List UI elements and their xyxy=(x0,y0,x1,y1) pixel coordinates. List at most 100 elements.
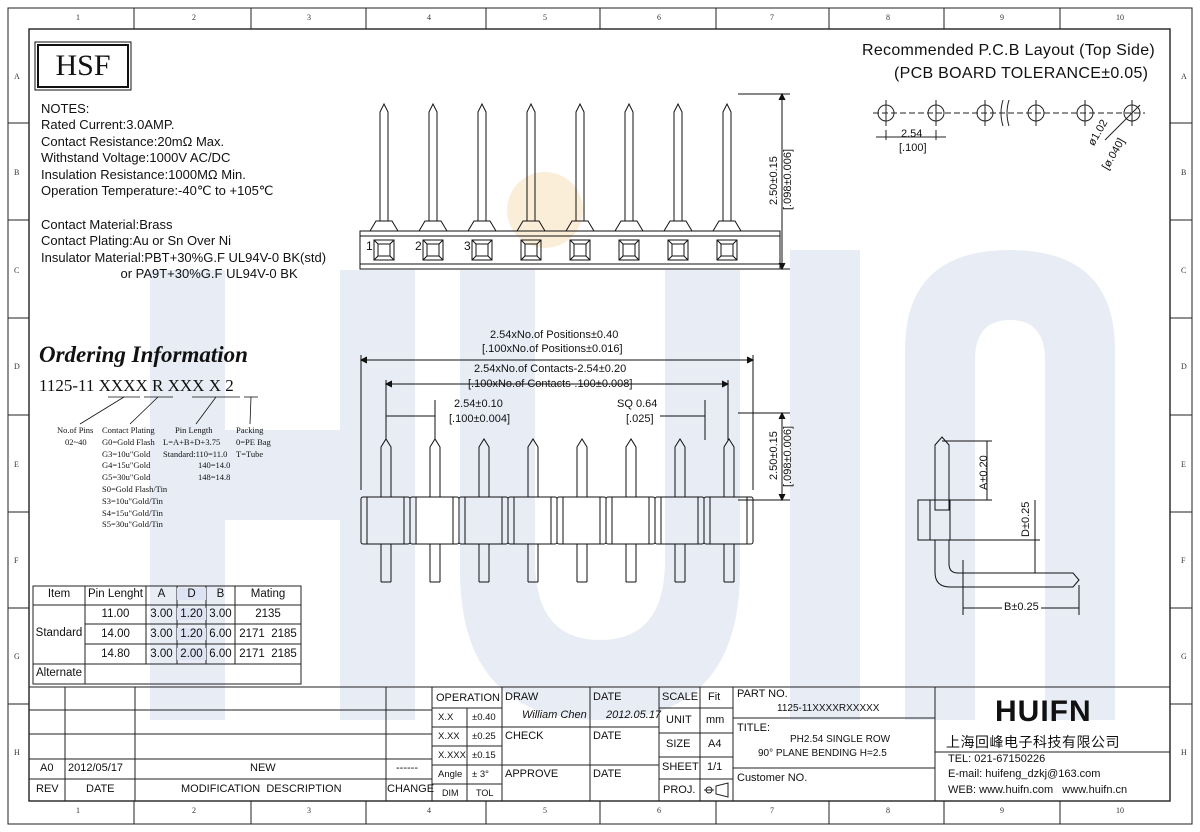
pin-table-cell: 2171 2185 xyxy=(239,627,297,640)
ordering-col2-item: G5=30u"Gold xyxy=(102,472,151,483)
ordering-col3-item: 140=14.0 xyxy=(198,460,231,471)
customer-no-label: Customer NO. xyxy=(737,772,808,784)
zone-label-top-9: 9 xyxy=(1000,13,1004,22)
top-pin xyxy=(614,102,644,261)
pin-table-header: D xyxy=(177,588,206,600)
title-line-1: PH2.54 SINGLE ROW xyxy=(790,734,891,745)
dim-pitch-in: [.100±0.004] xyxy=(449,413,511,425)
watermark xyxy=(150,250,1115,720)
check-label: CHECK xyxy=(505,730,544,742)
pin-table-cell: 2171 2185 xyxy=(239,647,297,660)
rev-desc-value: NEW xyxy=(250,762,276,774)
ordering-col2-item: S3=10u"Gold/Tin xyxy=(102,495,163,506)
top-pin xyxy=(467,102,497,261)
company-email: E-mail: huifeng_dzkj@163.com xyxy=(948,768,1101,780)
zone-label-top-2: 2 xyxy=(192,13,196,22)
side-dim-d: D±0.25 xyxy=(1020,501,1032,537)
size-label: SIZE xyxy=(666,738,691,750)
top-pin xyxy=(712,102,742,261)
top-view xyxy=(359,92,790,271)
top-pin-2: 2 xyxy=(415,239,422,253)
pin-table-group: Standard xyxy=(35,627,83,639)
ordering-col4-item: T=Tube xyxy=(236,448,264,459)
side-dim-a: A±0.20 xyxy=(978,455,990,490)
front-view xyxy=(359,355,790,583)
pcb-title: Recommended P.C.B Layout (Top Side) xyxy=(862,42,1156,59)
note-line: or PA9T+30%G.F UL94V-0 BK xyxy=(41,266,298,282)
zone-label-top-6: 6 xyxy=(657,806,661,815)
proj-label: PROJ. xyxy=(663,784,696,796)
dim-contacts: 2.54xNo.of Contacts-2.54±0.20 xyxy=(474,363,627,375)
zone-label-top-4: 4 xyxy=(427,13,431,22)
note-line: Contact Material:Brass xyxy=(41,216,173,232)
ordering-col4-item: 0=PE Bag xyxy=(236,436,271,447)
tolerance-cell: X.XXX xyxy=(438,750,466,761)
approve-label: APPROVE xyxy=(505,768,559,780)
note-line: Operation Temperature:-40℃ to +105℃ xyxy=(41,183,274,199)
ordering-col3-item: L=A+B+D+3.75 xyxy=(163,436,221,447)
pcb-subtitle: (PCB BOARD TOLERANCE±0.05) xyxy=(894,65,1149,82)
note-line: Rated Current:3.0AMP. xyxy=(41,117,175,132)
side-view xyxy=(917,436,1080,615)
top-pin xyxy=(565,102,595,261)
title-label: TITLE: xyxy=(737,722,771,734)
dim-positions: 2.54xNo.of Positions±0.40 xyxy=(490,329,619,341)
zone-label-top-1: 1 xyxy=(76,13,80,22)
ordering-col1-item: 02~40 xyxy=(65,436,87,447)
ordering-col2-item: G3=10u"Gold xyxy=(102,448,151,459)
ordering-col2-item: Contact Plating xyxy=(102,425,155,435)
zone-label-top-6: 6 xyxy=(657,13,661,22)
zone-label-side-H: H xyxy=(14,748,20,757)
top-height-dim-in: [.098±0.006] xyxy=(782,148,794,210)
pin-table-header: Pin Lenght xyxy=(88,588,143,600)
pin-table-header: A xyxy=(157,588,166,600)
zone-label-side-D: D xyxy=(14,362,20,371)
pin-table-alternate: Alternate xyxy=(35,667,83,679)
tolerance-cell: ± 3° xyxy=(472,769,489,780)
front-pin xyxy=(409,438,460,583)
zone-label-side-D: D xyxy=(1181,362,1187,371)
dim-sq-in: [.025] xyxy=(626,413,654,425)
top-pin xyxy=(516,102,546,261)
top-pin xyxy=(663,102,693,261)
operation-label: OPERATION xyxy=(436,692,500,704)
zone-label-top-7: 7 xyxy=(770,13,774,22)
scale-label: SCALE xyxy=(662,691,699,703)
rev-date-value: 2012/05/17 xyxy=(68,762,124,774)
zone-label-side-G: G xyxy=(14,652,20,661)
zone-label-side-A: A xyxy=(1181,72,1187,81)
rev-value: A0 xyxy=(40,762,54,774)
sheet-label: SHEET xyxy=(662,761,699,773)
zone-label-top-8: 8 xyxy=(886,806,890,815)
pin-table-header: Item xyxy=(47,588,71,600)
approve-date-label: DATE xyxy=(593,768,622,780)
pcb-pitch-in: [.100] xyxy=(899,142,927,154)
zone-label-top-5: 5 xyxy=(543,13,547,22)
pin-table-cell: 11.00 xyxy=(101,608,130,620)
side-dim-b: B±0.25 xyxy=(1002,601,1041,613)
tol-label: TOL xyxy=(476,788,494,798)
front-pin xyxy=(556,438,607,583)
zone-label-side-E: E xyxy=(1181,460,1186,469)
drawer-name: William Chen xyxy=(522,709,587,721)
pin-table-header: B xyxy=(216,588,225,600)
ordering-col2-item: S5=30u"Gold/Tin xyxy=(102,519,163,530)
zone-label-side-E: E xyxy=(14,460,19,469)
zone-label-top-10: 10 xyxy=(1116,806,1124,815)
tolerance-cell: ±0.40 xyxy=(472,712,496,723)
ordering-title: Ordering Information xyxy=(39,342,248,367)
pin-table-cell: 3.00 xyxy=(150,608,173,620)
zone-label-top-3: 3 xyxy=(307,13,311,22)
zone-label-top-1: 1 xyxy=(76,806,80,815)
sheet-value: 1/1 xyxy=(707,761,723,773)
change-label: CHANGE xyxy=(387,783,435,795)
zone-label-side-H: H xyxy=(1181,748,1187,757)
pin-table-cell: 6.00 xyxy=(209,627,232,640)
company-logo: HUIFN xyxy=(995,695,1092,728)
zone-label-side-C: C xyxy=(14,266,20,275)
zone-label-side-G: G xyxy=(1181,652,1187,661)
top-pin xyxy=(369,102,399,261)
dim-sq: SQ 0.64 xyxy=(617,398,658,410)
pin-table-cell: 3.00 xyxy=(150,647,173,660)
